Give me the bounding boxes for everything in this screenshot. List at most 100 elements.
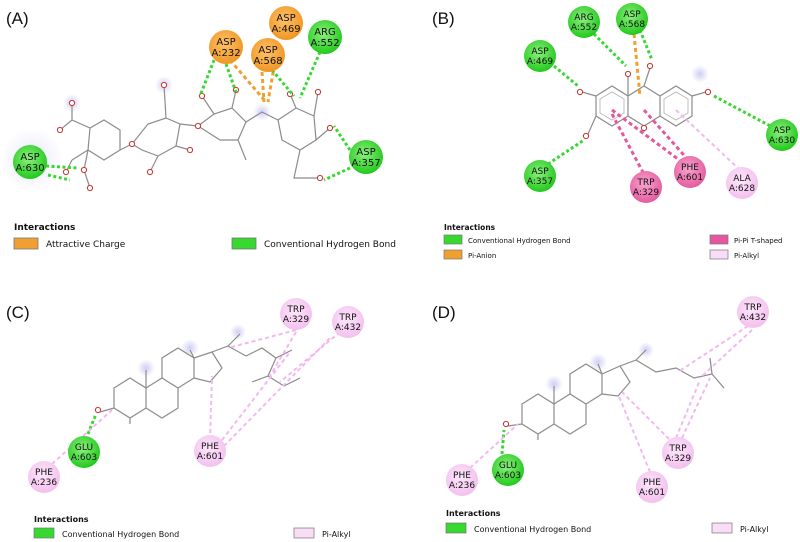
attractive-charge-line bbox=[228, 59, 268, 103]
residue-name: ARG bbox=[574, 13, 593, 23]
atom-halo bbox=[137, 359, 155, 377]
residue-asp-a232[interactable]: ASP A:232 bbox=[209, 30, 243, 64]
legend-swatch-charge bbox=[13, 237, 39, 250]
legend-label: Conventional Hydrogen Bond bbox=[468, 237, 571, 245]
residue-asp-a568[interactable]: ASP A:568 bbox=[616, 3, 648, 35]
ligand-structure-b bbox=[576, 62, 712, 140]
residue-disc bbox=[616, 3, 648, 35]
ligand-structure-c bbox=[94, 324, 301, 424]
residue-id: A:357 bbox=[527, 177, 553, 187]
residue-id: A:329 bbox=[665, 454, 691, 464]
residue-arg-a552[interactable]: ARG A:552 bbox=[308, 20, 342, 54]
legend-title: Interactions bbox=[444, 223, 496, 232]
legend-label: Pi-Alkyl bbox=[734, 252, 759, 260]
legend-label: Conventional Hydrogen Bond bbox=[62, 530, 179, 539]
legend-b: Interactions Conventional Hydrogen Bond … bbox=[443, 223, 783, 260]
residue-disc bbox=[766, 119, 798, 151]
residue-glu-a603[interactable]: GLU A:603 bbox=[66, 434, 102, 470]
residue-asp-a357[interactable]: ASP A:357 bbox=[349, 140, 383, 174]
residue-id: A:603 bbox=[495, 471, 521, 481]
panel-label-d: (D) bbox=[432, 303, 456, 322]
atom-halo bbox=[230, 324, 246, 340]
residue-id: A:601 bbox=[197, 452, 223, 462]
legend-a: Interactions Attractive Charge Conventio… bbox=[13, 223, 396, 250]
legend-c: Interactions Conventional Hydrogen Bond … bbox=[33, 515, 351, 539]
residue-name: TRP bbox=[338, 313, 357, 323]
residue-trp-a432[interactable]: TRP A:432 bbox=[737, 296, 769, 328]
legend-swatch-hbond bbox=[33, 527, 55, 539]
residue-asp-a357[interactable]: ASP A:357 bbox=[524, 160, 556, 192]
residue-id: A:568 bbox=[619, 20, 645, 30]
hbond-line bbox=[224, 63, 238, 93]
residue-phe-a601[interactable]: PHE A:601 bbox=[194, 435, 226, 467]
pi-anion-line bbox=[632, 33, 642, 97]
pi-alkyl-line bbox=[681, 377, 711, 439]
residue-trp-a432[interactable]: TRP A:432 bbox=[332, 306, 364, 338]
residue-asp-a568[interactable]: ASP A:568 bbox=[251, 38, 285, 72]
pi-alkyl-line bbox=[209, 375, 213, 441]
hbond-line bbox=[553, 64, 579, 88]
residue-disc bbox=[568, 6, 600, 38]
residue-name: GLU bbox=[75, 443, 93, 453]
legend-label: Pi-Pi T-shaped bbox=[734, 237, 783, 245]
pi-pi-line bbox=[611, 108, 691, 170]
residue-name: ASP bbox=[258, 45, 277, 56]
residue-name: ASP bbox=[20, 152, 39, 163]
legend-label: Pi-Alkyl bbox=[322, 530, 351, 539]
residue-disc bbox=[269, 6, 303, 40]
residue-trp-a329[interactable]: TRP A:329 bbox=[280, 298, 312, 330]
pi-alkyl-line bbox=[621, 391, 675, 445]
residue-disc bbox=[194, 435, 226, 467]
residue-id: A:329 bbox=[283, 315, 309, 325]
panel-a: (A) bbox=[0, 6, 396, 250]
legend-title: Interactions bbox=[14, 223, 75, 233]
atom-halo bbox=[691, 65, 709, 83]
legend-swatch-hbond bbox=[445, 522, 467, 534]
residue-disc bbox=[524, 160, 556, 192]
residue-disc bbox=[28, 461, 60, 493]
residue-asp-a469[interactable]: ASP A:469 bbox=[524, 40, 556, 72]
legend-label: Conventional Hydrogen Bond bbox=[474, 525, 591, 534]
pi-alkyl-line bbox=[269, 331, 297, 377]
residue-glu-a603[interactable]: GLU A:603 bbox=[490, 452, 526, 488]
residue-name: PHE bbox=[201, 442, 219, 452]
residue-name: ASP bbox=[356, 147, 375, 158]
residue-trp-a329[interactable]: TRP A:329 bbox=[662, 437, 694, 469]
pi-alkyl-line bbox=[617, 393, 651, 473]
legend-title: Interactions bbox=[446, 509, 501, 518]
hbond-line bbox=[270, 69, 296, 97]
hbond-line bbox=[323, 166, 351, 182]
legend-title: Interactions bbox=[34, 515, 89, 524]
legend-swatch-pi-anion bbox=[443, 249, 463, 260]
residue-name: TRP bbox=[636, 178, 655, 188]
hbond-line bbox=[638, 29, 654, 61]
residue-phe-a601[interactable]: PHE A:601 bbox=[674, 156, 706, 188]
residue-name: ARG bbox=[314, 27, 336, 38]
residue-name: ASP bbox=[531, 47, 549, 57]
residue-id: A:603 bbox=[71, 453, 97, 463]
residue-ala-a628[interactable]: ALA A:628 bbox=[726, 167, 758, 199]
hbond-line bbox=[547, 138, 585, 166]
residue-disc bbox=[332, 306, 364, 338]
pi-alkyl-line bbox=[221, 351, 291, 441]
residue-asp-a469[interactable]: ASP A:469 bbox=[269, 6, 303, 40]
residue-asp-a630[interactable]: ASP A:630 bbox=[13, 145, 47, 179]
legend-swatch-hbond bbox=[443, 234, 463, 245]
residue-phe-a236[interactable]: PHE A:236 bbox=[28, 461, 60, 493]
legend-label: Conventional Hydrogen Bond bbox=[264, 240, 396, 250]
ligand-structure-d bbox=[502, 342, 725, 440]
legend-label: Pi-Anion bbox=[468, 252, 496, 260]
residue-trp-a329[interactable]: TRP A:329 bbox=[630, 171, 662, 203]
pi-pi-line bbox=[610, 113, 648, 179]
legend-swatch-pi-pi bbox=[709, 234, 729, 245]
hbond-line bbox=[332, 125, 352, 151]
legend-d: Interactions Conventional Hydrogen Bond … bbox=[445, 509, 769, 534]
residue-phe-a601[interactable]: PHE A:601 bbox=[636, 471, 668, 503]
residue-arg-a552[interactable]: ARG A:552 bbox=[568, 6, 600, 38]
residue-disc bbox=[524, 40, 556, 72]
residue-id: A:329 bbox=[633, 188, 659, 198]
residue-phe-a236[interactable]: PHE A:236 bbox=[446, 464, 478, 496]
residue-asp-a630[interactable]: ASP A:630 bbox=[766, 119, 798, 151]
hbond-line bbox=[86, 413, 98, 435]
